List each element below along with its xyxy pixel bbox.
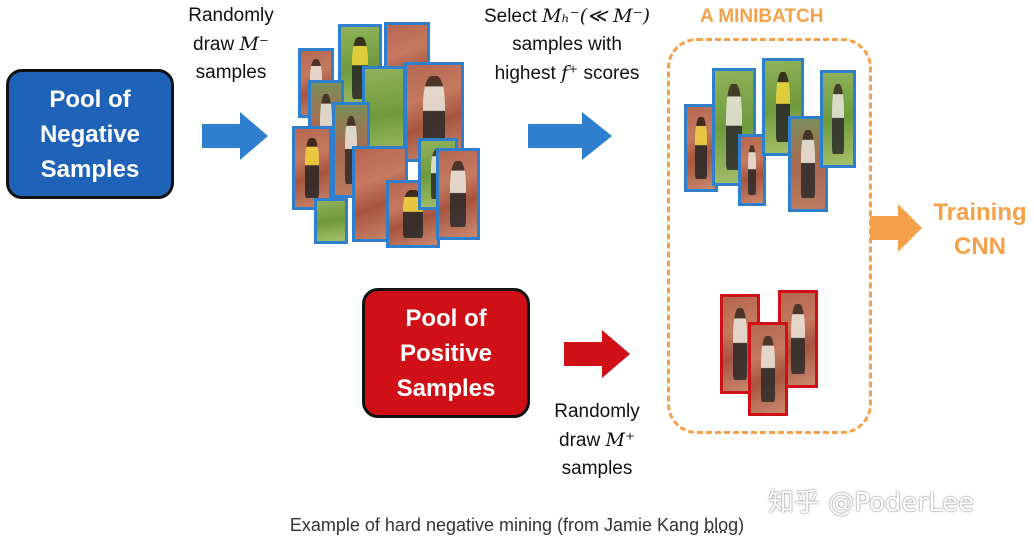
figure-caption: Example of hard negative mining (from Ja… <box>0 515 1034 536</box>
blue-arrow-select <box>528 112 612 160</box>
positive-pool-box: Pool of Positive Samples <box>362 288 530 418</box>
select-hard-line3-math: f⁺ <box>561 62 579 84</box>
hard-negative-thumb <box>738 134 766 206</box>
select-hard-label: Select Mₕ⁻(≪ M⁻) samples with highest f⁺… <box>468 2 666 88</box>
hard-negative-thumb <box>762 58 804 156</box>
draw-positive-label: Randomly draw M⁺ samples <box>542 398 652 483</box>
select-hard-line3: highest f⁺ scores <box>468 59 666 88</box>
hard-negative-thumb <box>820 70 856 168</box>
select-hard-line3-prefix: highest <box>494 63 562 84</box>
training-line1: Training <box>933 199 1027 226</box>
positive-pool-line3: Samples <box>396 374 496 402</box>
caption-text: Example of hard negative mining (from Ja… <box>289 515 705 535</box>
negative-pool-line2: Negative <box>39 120 141 148</box>
select-hard-line2: samples with <box>512 34 622 55</box>
negative-samples-collage <box>286 20 482 248</box>
draw-negative-line1: Randomly <box>188 5 274 26</box>
draw-positive-line1: Randomly <box>554 401 640 422</box>
training-line2: CNN <box>954 233 1006 260</box>
select-hard-math: Mₕ⁻(≪ M⁻) <box>542 5 651 27</box>
red-arrow-draw <box>564 330 630 378</box>
negative-pool-box: Pool of Negative Samples <box>6 69 174 199</box>
draw-positive-math: M⁺ <box>605 429 635 451</box>
select-hard-prefix: Select <box>483 6 543 27</box>
negative-pool-line1: Pool of <box>49 85 131 113</box>
draw-negative-prefix: draw <box>193 34 240 55</box>
draw-negative-math: M⁻ <box>239 33 269 55</box>
draw-negative-line3: samples <box>195 62 267 83</box>
negative-sample-thumb <box>314 198 348 244</box>
draw-negative-line2: draw M⁻ <box>176 30 286 59</box>
negative-sample-thumb <box>292 126 332 210</box>
hard-negative-samples <box>682 56 860 214</box>
blue-arrow-draw <box>202 112 268 160</box>
caption-blog-link[interactable]: blog <box>704 515 739 535</box>
caption-suffix: ) <box>738 515 745 535</box>
negative-sample-thumb <box>436 148 480 240</box>
positive-pool-line1: Pool of <box>405 304 487 332</box>
draw-positive-line3: samples <box>561 458 633 479</box>
select-hard-line1: Select Mₕ⁻(≪ M⁻) <box>468 2 666 31</box>
select-hard-line3-suffix: scores <box>578 63 640 84</box>
training-cnn-label: Training CNN <box>926 196 1034 264</box>
positive-samples <box>718 288 822 418</box>
draw-negative-label: Randomly draw M⁻ samples <box>176 2 286 87</box>
positive-sample-thumb <box>748 322 788 416</box>
draw-positive-line2: draw M⁺ <box>542 426 652 455</box>
positive-pool-line2: Positive <box>399 339 493 367</box>
draw-positive-prefix: draw <box>559 430 606 451</box>
watermark: 知乎 @PoderLee <box>768 488 975 518</box>
negative-pool-line3: Samples <box>40 155 140 183</box>
minibatch-title: A MINIBATCH <box>700 6 824 27</box>
orange-arrow-training <box>870 204 922 252</box>
